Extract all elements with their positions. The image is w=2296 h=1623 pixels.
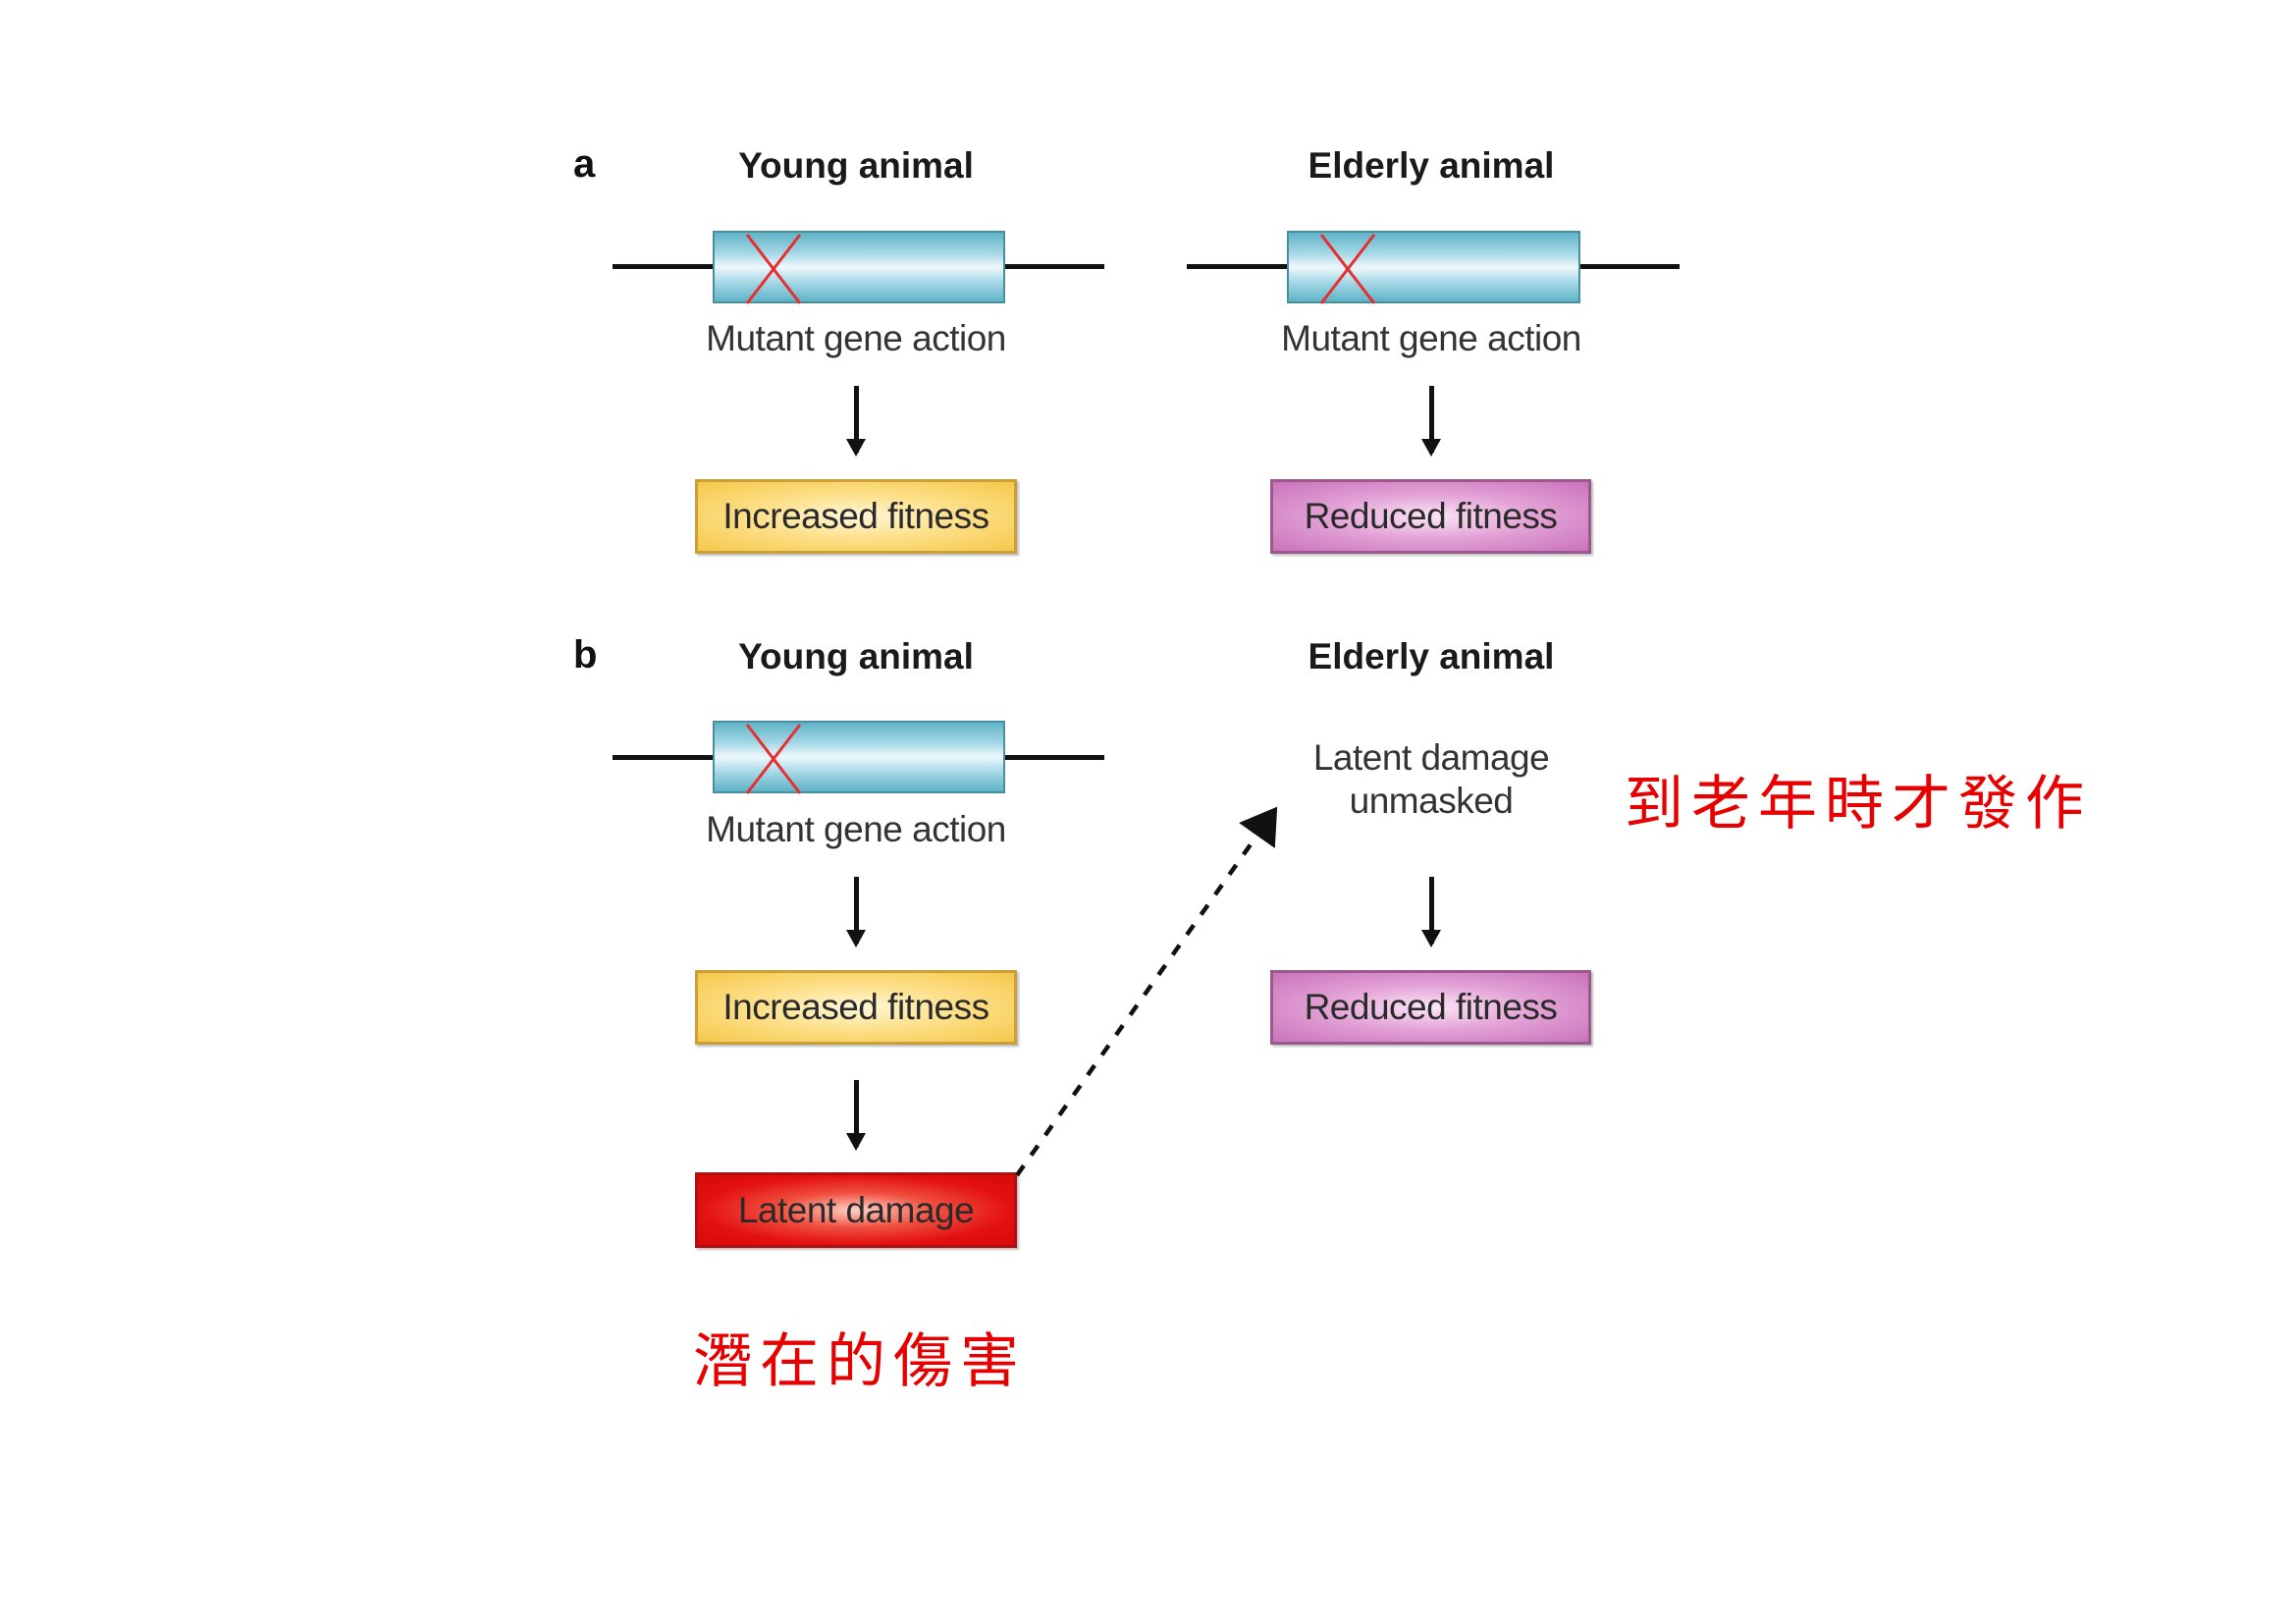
latent-damage-unmasked-label: Latent damage unmasked — [1235, 736, 1628, 823]
panel-a-elderly-gene-line-right — [1578, 264, 1680, 269]
panel-a-elderly-title: Elderly animal — [1308, 145, 1555, 186]
panel-b-increased-fitness-box: Increased fitness — [695, 970, 1017, 1045]
panel-b-young-gene-line-left — [613, 755, 715, 760]
panel-b-young-gene-caption: Mutant gene action — [706, 809, 1006, 849]
panel-b-young-arrow-1 — [846, 877, 866, 947]
panel-a-label: a — [573, 142, 596, 186]
panel-a-elderly-gene-box — [1287, 231, 1580, 304]
panel-a-elderly-gene-line-left — [1187, 264, 1289, 269]
annotation-onset-old-age-cn: 到老年時才發作 — [1625, 770, 2092, 839]
panel-a-increased-fitness-box: Increased fitness — [695, 479, 1017, 554]
mutation-cross-icon — [745, 234, 802, 304]
panel-a-young-gene-caption: Mutant gene action — [706, 318, 1006, 358]
unmasked-line-1: Latent damage — [1312, 737, 1550, 778]
panel-b-young-title: Young animal — [738, 636, 974, 676]
panel-a-young-gene-box — [713, 231, 1005, 304]
panel-a-young-gene-line-left — [613, 264, 715, 269]
panel-a-elderly-gene-caption: Mutant gene action — [1281, 318, 1581, 358]
panel-b-young-gene-line-right — [1003, 755, 1104, 760]
panel-b-elderly-title: Elderly animal — [1308, 636, 1555, 676]
panel-b-reduced-fitness-box: Reduced fitness — [1270, 970, 1591, 1045]
panel-b-label: b — [573, 633, 598, 676]
panel-b-latent-damage-box: Latent damage — [695, 1172, 1017, 1248]
panel-a-young-gene-line-right — [1003, 264, 1104, 269]
unmasked-line-2: unmasked — [1349, 781, 1514, 821]
panel-a-young-title: Young animal — [738, 145, 974, 186]
panel-a-reduced-fitness-box: Reduced fitness — [1270, 479, 1591, 554]
panel-b-young-gene-box — [713, 721, 1005, 794]
annotation-latent-damage-cn: 潛在的傷害 — [693, 1327, 1027, 1396]
mutation-cross-icon — [1319, 234, 1376, 304]
panel-b-young-arrow-2 — [846, 1080, 866, 1151]
panel-b-elderly-arrow — [1421, 877, 1441, 947]
mutation-cross-icon — [745, 724, 802, 794]
panel-a-elderly-arrow — [1421, 386, 1441, 457]
panel-a-young-arrow — [846, 386, 866, 457]
